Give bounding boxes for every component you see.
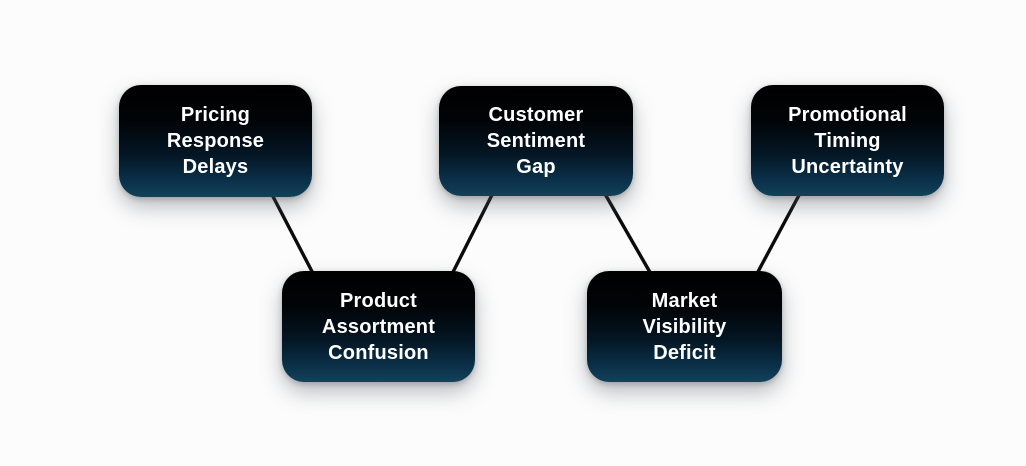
node-promotional-timing-uncertainty[interactable]: Promotional Timing Uncertainty — [751, 85, 944, 196]
node-market-visibility-deficit[interactable]: Market Visibility Deficit — [587, 271, 782, 382]
node-product-assortment-confusion[interactable]: Product Assortment Confusion — [282, 271, 475, 382]
node-customer-sentiment-gap[interactable]: Customer Sentiment Gap — [439, 86, 633, 196]
edge-customer-to-market — [599, 186, 657, 282]
edge-pricing-to-product — [265, 184, 320, 284]
edge-promotional-to-market — [751, 183, 807, 282]
edge-customer-to-product — [445, 182, 500, 285]
node-pricing-response-delays[interactable]: Pricing Response Delays — [119, 85, 312, 197]
